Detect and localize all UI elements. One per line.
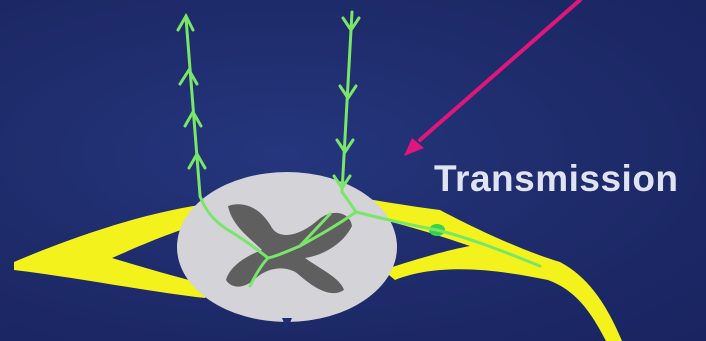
transmission-label: Transmission — [434, 160, 679, 197]
stimulus-arrow — [404, 0, 580, 156]
